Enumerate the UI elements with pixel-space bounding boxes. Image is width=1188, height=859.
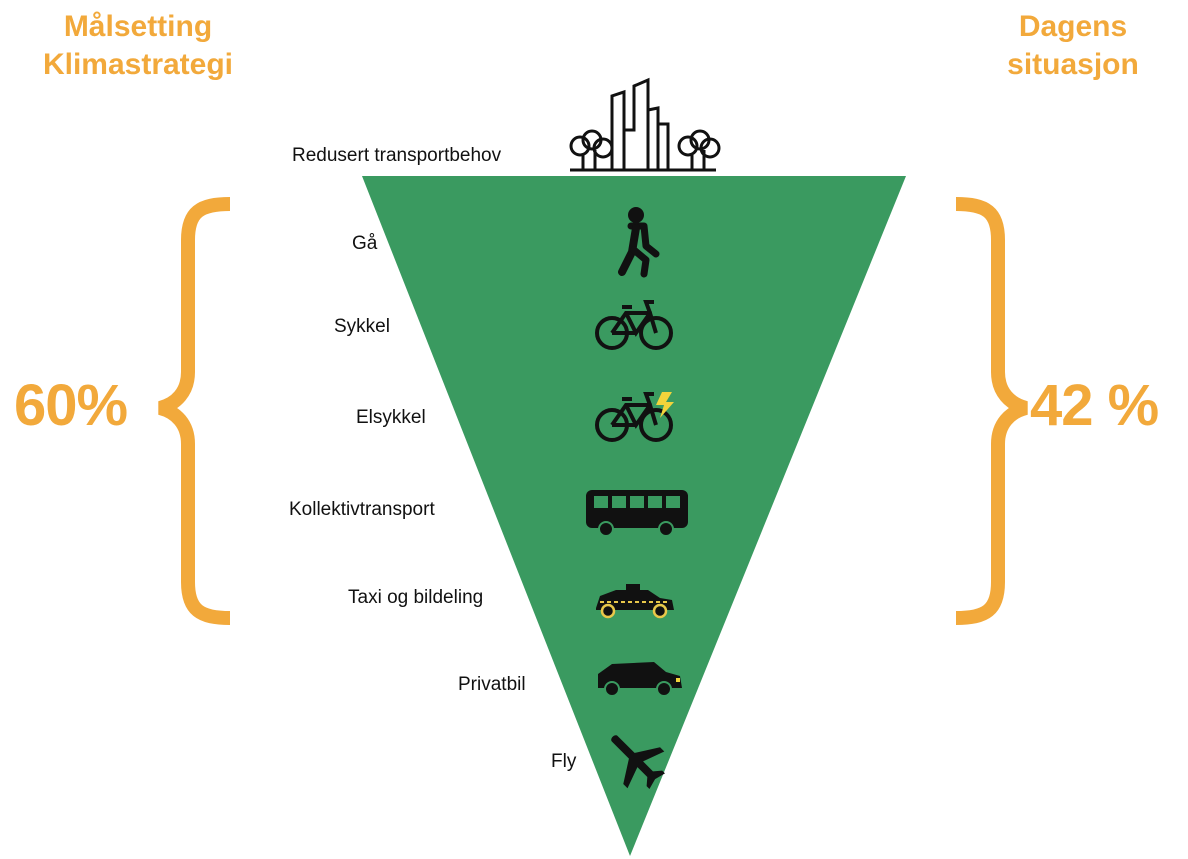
bus-icon: [586, 490, 688, 537]
city-skyline-icon: [569, 77, 721, 172]
electric-bicycle-icon: [595, 392, 674, 442]
left-brace: [157, 197, 231, 625]
right-heading-line1: Dagens: [1018, 10, 1128, 43]
left-heading-line1: Målsetting: [63, 10, 213, 43]
label-public-transport: Kollektivtransport: [289, 499, 435, 520]
left-heading-line2: Klimastrategi: [42, 48, 234, 81]
label-bicycle: Sykkel: [334, 316, 390, 337]
label-flight: Fly: [551, 751, 577, 772]
bicycle-icon: [595, 300, 673, 350]
label-electric-bicycle: Elsykkel: [356, 407, 426, 428]
label-walk: Gå: [352, 233, 378, 254]
current-percentage: 42 %: [1030, 373, 1159, 438]
label-taxi-carsharing: Taxi og bildeling: [348, 587, 484, 608]
right-heading-line2: situasjon: [1007, 48, 1139, 81]
right-heading: Dagens situasjon: [968, 8, 1178, 84]
right-brace: [955, 197, 1029, 625]
walking-person-icon: [618, 207, 660, 278]
airplane-icon: [611, 735, 665, 789]
label-private-car: Privatbil: [458, 674, 526, 695]
target-percentage: 60%: [14, 373, 128, 438]
left-heading: Målsetting Klimastrategi: [18, 8, 258, 84]
car-icon: [598, 662, 682, 697]
label-reduced-transport: Redusert transportbehov: [292, 145, 502, 166]
taxi-icon: [596, 584, 674, 619]
